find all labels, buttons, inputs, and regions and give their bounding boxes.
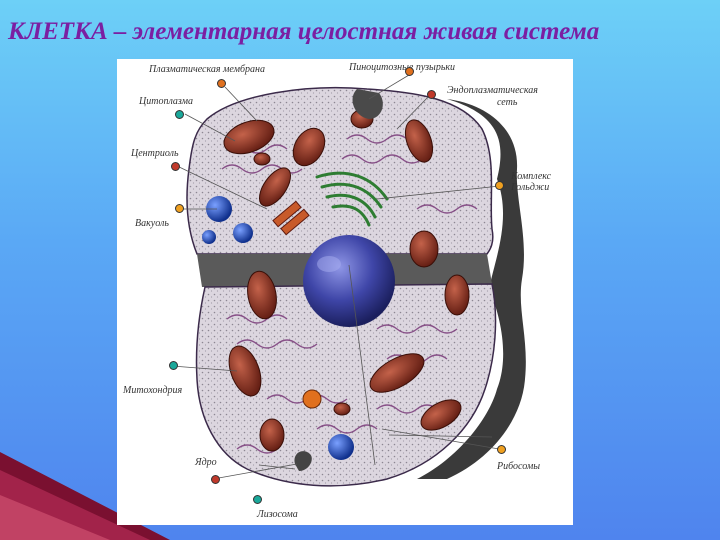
label-golgi-line1: Комплекс [511,171,552,182]
pin-plasma-membrane [217,79,226,88]
pin-lysosome [253,495,262,504]
label-plasma-membrane: Плазматическая мембрана [149,64,265,75]
pin-pinocytotic-vesicles [405,67,414,76]
pin-er [427,90,436,99]
pin-golgi [495,181,504,190]
pin-centriole [171,162,180,171]
label-cytoplasm: Цитоплазма [139,96,193,107]
label-er-line2: сеть [497,97,518,108]
label-nucleus: Ядро [195,457,217,468]
label-golgi-line2: Гольджи [511,182,550,193]
label-er-line1: Эндоплазматическая [447,85,538,96]
label-centriole: Центриоль [131,148,179,159]
cell-diagram: Плазматическая мембрана Пиноцитозные пуз… [117,59,573,525]
pin-vacuole [175,204,184,213]
pin-nucleus [211,475,220,484]
label-vacuole: Вакуоль [135,218,169,229]
label-pinocytotic-vesicles: Пиноцитозные пузырьки [349,62,456,73]
label-lysosome: Лизосома [257,509,298,520]
pin-ribosomes [497,445,506,454]
pin-mitochondria [169,361,178,370]
pin-cytoplasm [175,110,184,119]
slide-title: КЛЕТКА – элементарная целостная живая си… [8,18,600,45]
label-ribosomes: Рибосомы [497,461,540,472]
cell-illustration [171,74,526,487]
label-mitochondria: Митохондрия [123,385,183,396]
